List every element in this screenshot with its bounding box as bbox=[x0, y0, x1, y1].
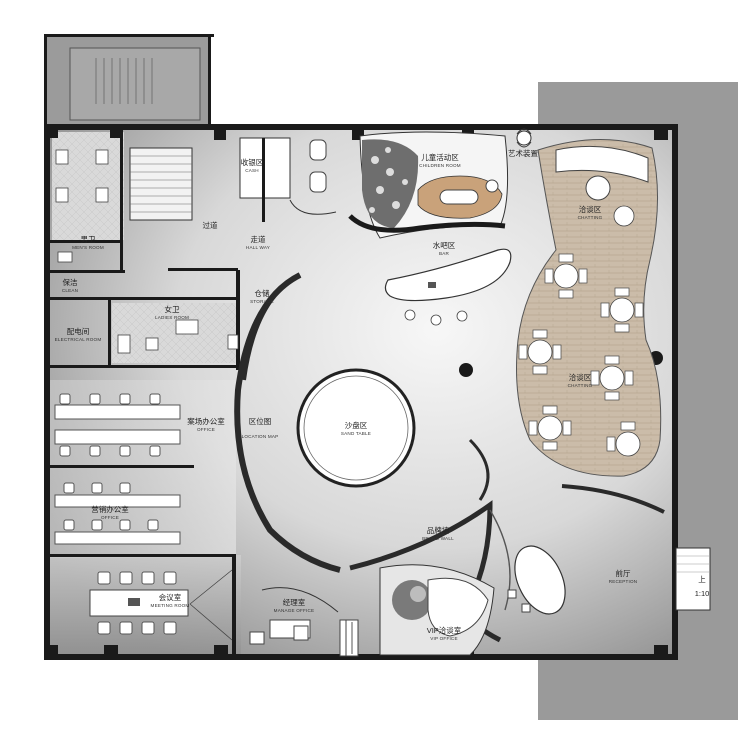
outer-walls bbox=[44, 34, 678, 660]
label-storage-en: STORAGE bbox=[250, 299, 274, 304]
label-office-field-en: OFFICE bbox=[197, 427, 215, 432]
label-brand-wall-en: BRAND WALL bbox=[422, 536, 454, 541]
label-corridor: 过道 bbox=[203, 220, 218, 230]
bar-counter bbox=[384, 248, 512, 326]
label-manager-en: MANAGE OFFICE bbox=[274, 608, 315, 613]
label-chatting-mid-en: CHATTING bbox=[568, 383, 593, 388]
label-chatting-top-en: CHATTING bbox=[578, 215, 603, 220]
label-chatting-top: 洽谈区 bbox=[579, 204, 602, 214]
sand-table bbox=[296, 368, 416, 488]
label-chatting-mid: 洽谈区 bbox=[569, 372, 592, 382]
meeting-table bbox=[89, 569, 233, 641]
label-vip: VIP洽谈室 bbox=[427, 625, 462, 635]
label-ladies-en: LADIES ROOM bbox=[155, 315, 189, 320]
label-manager: 经理室 bbox=[283, 597, 306, 607]
structural-columns bbox=[44, 124, 668, 659]
label-cleaning-en: CLEAN bbox=[62, 288, 78, 293]
ramp-label: 上 bbox=[698, 575, 706, 584]
children-area bbox=[348, 131, 509, 239]
label-sales-office: 营销办公室 bbox=[91, 504, 129, 514]
label-art: 艺术装置 bbox=[508, 148, 538, 158]
lounge-area bbox=[516, 138, 662, 477]
label-office-field: 案场办公室 bbox=[187, 416, 225, 426]
label-bar-en: BAR bbox=[439, 251, 450, 256]
west-office-walls bbox=[46, 465, 236, 655]
label-storage: 仓储 bbox=[255, 288, 270, 298]
label-reception: 前厅 bbox=[616, 568, 631, 578]
label-meeting: 会议室 bbox=[159, 592, 182, 602]
label-ladies: 女卫 bbox=[165, 304, 180, 314]
cash-counter bbox=[239, 137, 337, 222]
label-cleaning: 保洁 bbox=[63, 277, 78, 287]
label-sand-table-en: SAND TABLE bbox=[341, 431, 371, 436]
label-brand-wall: 品牌墙 bbox=[427, 525, 450, 535]
label-location-map-en: LOCATION MAP bbox=[242, 434, 279, 439]
ramp-ratio: 1:10 bbox=[695, 589, 710, 598]
ramp-entrance bbox=[675, 547, 711, 611]
art-installation bbox=[516, 128, 532, 148]
room-labels: 男卫 MEN'S ROOM 保洁 CLEAN 配电间 ELECTRICAL RO… bbox=[55, 148, 710, 641]
label-children: 儿童活动区 bbox=[421, 152, 459, 162]
label-meeting-en: MEETING ROOM bbox=[151, 603, 190, 608]
label-children-en: CHILDREN ROOM bbox=[419, 163, 461, 168]
label-mens: 男卫 bbox=[81, 235, 96, 244]
label-hallway-en: HALL WAY bbox=[246, 245, 270, 250]
label-cash-en: CASH bbox=[245, 168, 259, 173]
label-bar: 水吧区 bbox=[433, 240, 456, 250]
label-electrical-en: ELECTRICAL ROOM bbox=[55, 337, 102, 342]
label-cash: 收银区 bbox=[241, 157, 264, 167]
reception-desk bbox=[507, 545, 566, 615]
vip-room bbox=[345, 564, 495, 657]
label-sales-office-en: OFFICE bbox=[101, 515, 119, 520]
office-desks bbox=[54, 393, 181, 545]
label-sand-table: 沙盘区 bbox=[345, 420, 368, 430]
restroom-walls bbox=[50, 130, 240, 370]
label-reception-en: RECEPTION bbox=[609, 579, 638, 584]
label-vip-en: VIP OFFICE bbox=[430, 636, 457, 641]
label-electrical: 配电间 bbox=[67, 326, 90, 336]
label-location-map: 区位图 bbox=[249, 416, 272, 426]
restroom-floor bbox=[52, 132, 124, 240]
label-mens-en: MEN'S ROOM bbox=[72, 245, 104, 250]
label-hallway: 走道 bbox=[251, 234, 266, 244]
